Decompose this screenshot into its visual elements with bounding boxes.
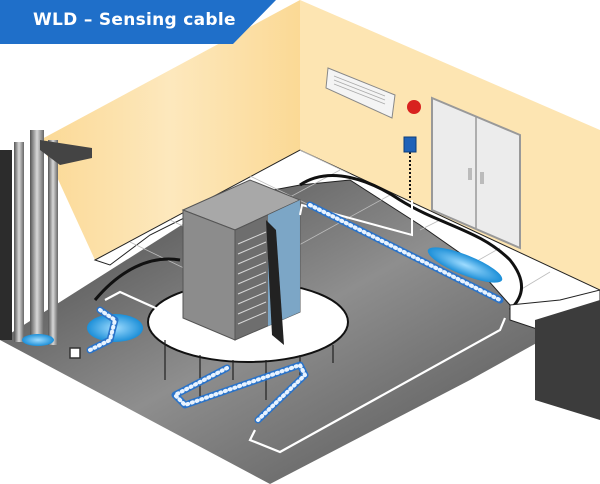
double-door [431,96,521,250]
floor-cutaway-edge [299,174,524,312]
pipes [0,130,92,345]
controller-box [403,136,417,153]
water-leak-pipes [22,334,54,346]
water-leak-right [427,247,503,283]
left-wall [40,0,300,260]
sensing-cable [86,201,504,424]
rack-door-open [266,220,284,345]
floor-cutaway-left [93,257,181,301]
controller-leader-cable [299,200,413,237]
leader-cable [104,290,507,454]
page-title: WLD – Sensing cable [33,10,236,30]
raised-floor-back [93,149,600,316]
floor-support-right [535,300,600,420]
server-rack [181,179,302,345]
cable-terminator [69,347,81,359]
subfloor-edge [0,340,270,484]
alarm-bell [407,100,421,114]
air-conditioner [325,67,396,119]
title-banner [0,0,276,44]
